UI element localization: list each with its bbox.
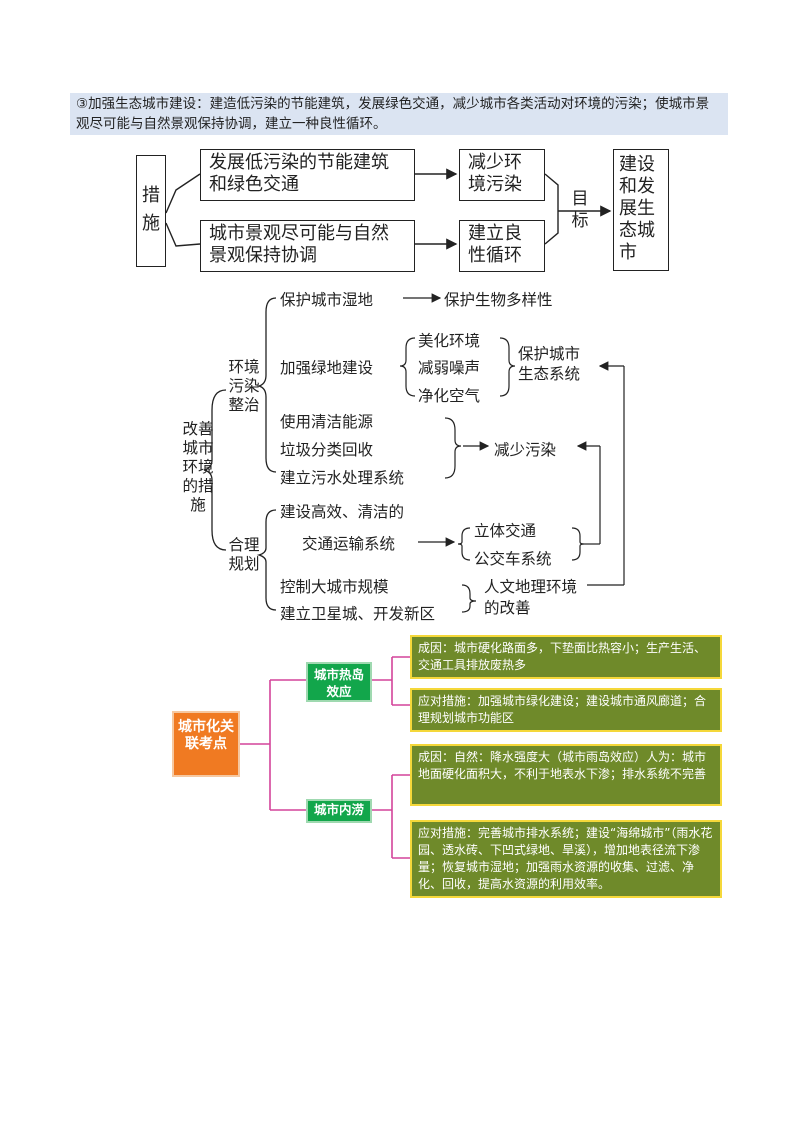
sub-bus-system: 公交车系统 — [474, 550, 552, 568]
item-green-space: 加强绿地建设 — [280, 359, 374, 377]
item-reduce-pollution: 减少污染 — [494, 441, 557, 459]
sub-air: 净化空气 — [418, 387, 481, 405]
item-sewage: 建立污水处理系统 — [280, 469, 405, 487]
goal-connector-label: 目标 — [571, 189, 589, 231]
item-human-env: 人文地理环境的改善 — [484, 578, 578, 617]
topic-waterlogging: 城市内涝 — [306, 799, 372, 823]
sub-3d-traffic: 立体交通 — [474, 522, 537, 540]
item-transport-a: 建设高效、清洁的 — [280, 503, 405, 521]
result-box-2: 建立良性循环 — [459, 220, 545, 272]
heat-island-cause: 成因：城市硬化路面多，下垫面比热容小；生产生活、交通工具排放废热多 — [410, 635, 722, 679]
sub-beautify: 美化环境 — [418, 332, 481, 350]
waterlogging-cause: 成因：自然：降水强度大（城市雨岛效应）人为：城市地面硬化面积大，不利于地表水下渗… — [410, 744, 722, 806]
intro-paragraph: ③加强生态城市建设：建造低污染的节能建筑，发展绿色交通，减少城市各类活动对环境的… — [70, 93, 728, 135]
topic-heat-island: 城市热岛效应 — [306, 662, 372, 702]
goal-box: 建设和发展生态城市 — [613, 149, 669, 271]
measure-box-2: 城市景观尽可能与自然景观保持协调 — [200, 220, 415, 272]
waterlogging-measure: 应对措施：完善城市排水系统；建设“海绵城市”（雨水花园、透水砖、下凹式绿地、旱溪… — [410, 820, 722, 898]
item-control-scale: 控制大城市规模 — [280, 578, 389, 596]
measures-label-box: 措施 — [136, 155, 166, 267]
measures-label: 措施 — [142, 185, 160, 234]
branch-planning: 合理规划 — [228, 536, 260, 573]
item-wetland: 保护城市湿地 — [280, 291, 374, 309]
topic-root-box: 城市化关联考点 — [172, 711, 240, 777]
result-box-1: 减少环境污染 — [459, 149, 545, 201]
item-clean-energy: 使用清洁能源 — [280, 413, 374, 431]
measure-box-1: 发展低污染的节能建筑和绿色交通 — [200, 149, 415, 201]
item-eco-system: 保护城市生态系统 — [518, 345, 581, 383]
item-satellite-city: 建立卫星城、开发新区 — [280, 605, 436, 623]
root-label: 改善城市环境的措施 — [182, 420, 214, 514]
branch-environment: 环境污染整治 — [228, 358, 260, 414]
item-garbage: 垃圾分类回收 — [280, 441, 374, 459]
item-biodiversity: 保护生物多样性 — [444, 291, 553, 309]
item-transport-b: 交通运输系统 — [302, 535, 396, 553]
heat-island-measure: 应对措施：加强城市绿化建设；建设城市通风廊道；合理规划城市功能区 — [410, 688, 722, 732]
sub-noise: 减弱噪声 — [418, 359, 481, 377]
